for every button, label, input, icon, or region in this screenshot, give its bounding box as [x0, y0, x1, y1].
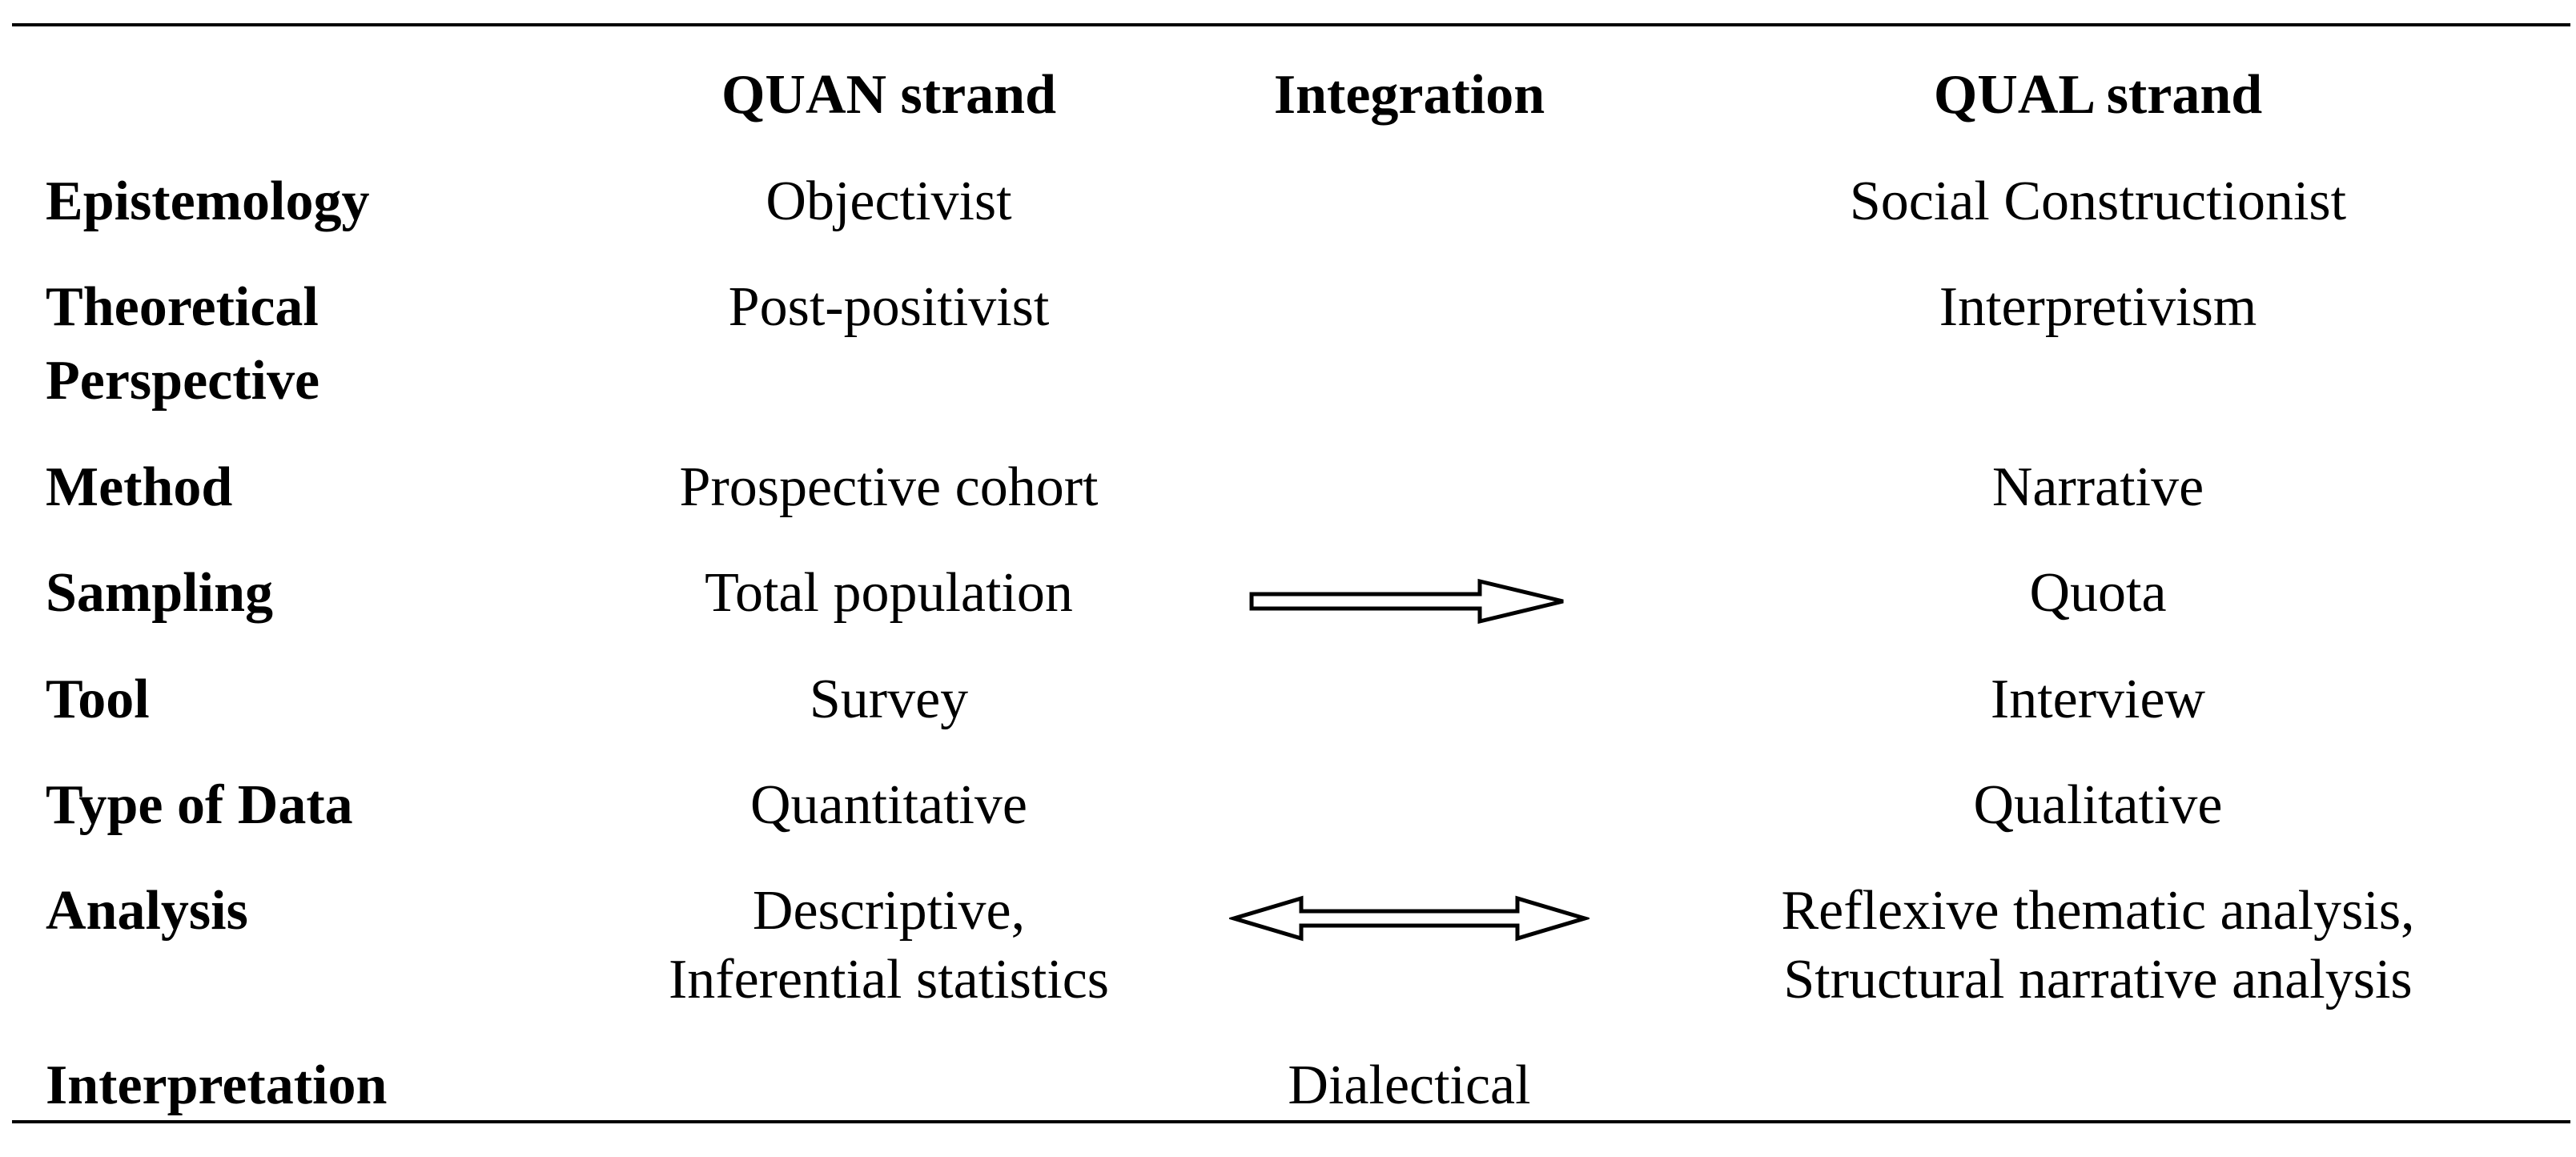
column-header-integration: Integration [1273, 64, 1545, 126]
cell-qual-theoretical: Interpretivism [1939, 276, 2257, 338]
cell-quan-analysis-line2: Inferential statistics [668, 949, 1110, 1010]
cell-quan-tool: Survey [809, 669, 969, 730]
cell-quan-theoretical: Post-positivist [728, 276, 1050, 338]
row-label-theoretical-line1: Theoretical [46, 276, 319, 338]
column-header-quan: QUAN strand [721, 64, 1057, 126]
row-label-analysis: Analysis [46, 880, 248, 942]
row-label-tool: Tool [46, 669, 150, 730]
table-bottom-rule [12, 1120, 2570, 1123]
cell-quan-method: Prospective cohort [679, 456, 1099, 518]
cell-qual-analysis-line2: Structural narrative analysis [1783, 949, 2413, 1010]
table-top-rule [12, 23, 2570, 26]
cell-qual-tool: Interview [1990, 669, 2206, 730]
row-label-sampling: Sampling [46, 562, 273, 624]
cell-quan-analysis-line1: Descriptive, [752, 880, 1026, 942]
cell-qual-sampling: Quota [2029, 562, 2167, 624]
cell-quan-type-of-data: Quantitative [749, 774, 1027, 836]
cell-qual-epistemology: Social Constructionist [1849, 171, 2347, 232]
cell-qual-analysis-line1: Reflexive thematic analysis, [1781, 880, 2415, 942]
right-arrow-icon [1249, 578, 1564, 625]
cell-quan-epistemology: Objectivist [766, 171, 1012, 232]
row-label-theoretical-line2: Perspective [46, 350, 320, 412]
cell-integration-interpretation: Dialectical [1288, 1055, 1531, 1116]
cell-quan-sampling: Total population [705, 562, 1073, 624]
row-label-interpretation: Interpretation [46, 1055, 388, 1116]
double-headed-arrow-icon [1229, 895, 1589, 942]
column-header-qual: QUAL strand [1933, 64, 2263, 126]
cell-qual-method: Narrative [1991, 456, 2204, 518]
row-label-method: Method [46, 456, 233, 518]
row-label-epistemology: Epistemology [46, 171, 370, 232]
row-label-type-of-data: Type of Data [46, 774, 353, 836]
cell-qual-type-of-data: Qualitative [1973, 774, 2223, 836]
